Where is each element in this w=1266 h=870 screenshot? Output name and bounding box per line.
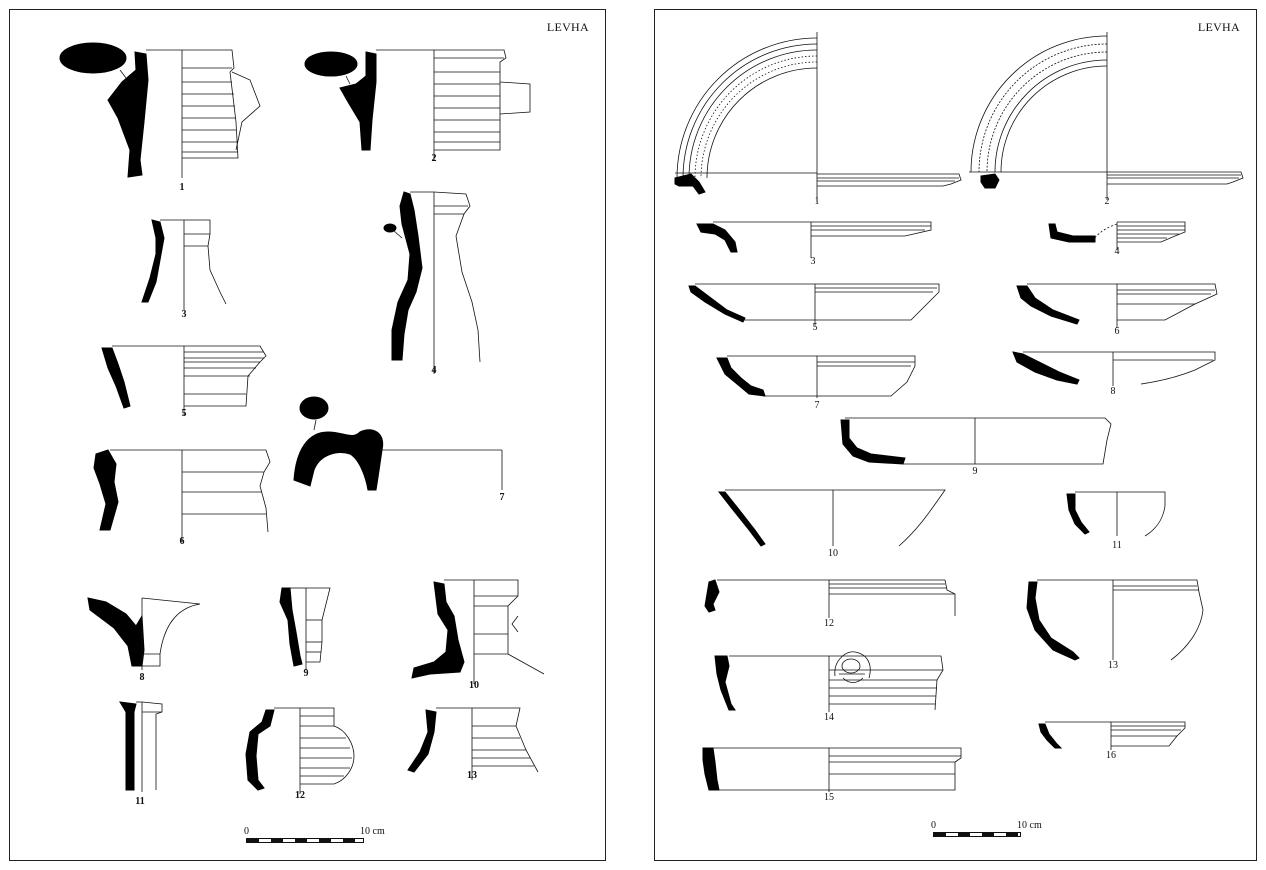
sherd-7 [293,396,503,491]
scale-bar-graphic [246,838,364,843]
plate-vessel-7 [716,355,916,398]
plate-vessel-8 [1012,351,1216,386]
sherd-1 [59,42,261,178]
figure-number-12: 12 [824,618,834,629]
figure-number-11: 11 [135,796,145,807]
sherd-9 [279,587,331,670]
figure-number-1: 1 [814,196,820,207]
plate-vessel-14 [714,651,944,712]
plate-vessel-11 [1066,491,1166,537]
figure-number-8: 8 [139,672,145,683]
scale-bar-graphic [933,832,1021,837]
figure-number-9: 9 [303,668,309,679]
figure-number-3: 3 [810,256,816,267]
right-plate: LEVHA [654,9,1257,861]
sherd-6 [93,449,271,542]
plate-vessel-2 [969,32,1244,200]
figure-number-9: 9 [972,466,978,477]
figure-number-8: 8 [1110,386,1116,397]
site-label: LEVHA [1197,20,1240,34]
figure-number-5: 5 [181,408,187,419]
plate-vessel-9 [840,417,1112,465]
sherd-4 [383,191,481,374]
plate-vessel-6 [1016,283,1218,328]
figure-number-2: 2 [431,153,437,164]
sherd-3 [141,219,227,310]
figure-number-10: 10 [828,548,838,559]
scale-bar: 0 10 cm [931,820,1073,838]
scale-end-label: 10 cm [360,826,385,837]
plate-vessel-16 [1038,721,1186,750]
scale-start-label: 0 [244,826,249,837]
figure-number-1: 1 [179,182,185,193]
scale-start-label: 0 [931,820,936,831]
figure-number-6: 6 [1114,326,1120,337]
plate-vessel-5 [688,283,940,326]
figure-number-7: 7 [814,400,820,411]
figure-number-16: 16 [1106,750,1116,761]
figure-number-13: 13 [467,770,477,781]
figure-number-11: 11 [1112,540,1122,551]
plate-vessel-15 [702,747,962,792]
plate-vessel-4 [1048,221,1186,250]
figure-number-13: 13 [1108,660,1118,671]
plate-vessel-12 [704,579,956,618]
sherd-11 [119,701,163,792]
figure-number-15: 15 [824,792,834,803]
figure-number-3: 3 [181,309,187,320]
plate-vessel-13 [1026,579,1204,661]
figure-number-2: 2 [1104,196,1110,207]
plate-vessel-3 [696,221,932,258]
sherd-10 [411,579,545,684]
figure-number-4: 4 [431,365,437,376]
sherd-5 [101,345,267,416]
figure-number-5: 5 [812,322,818,333]
sherd-8 [87,597,201,670]
left-drawings [59,42,545,794]
sherd-2 [304,49,531,160]
figure-number-10: 10 [469,680,479,691]
sherd-12 [245,707,355,794]
figure-number-12: 12 [295,790,305,801]
figure-number-14: 14 [824,712,834,723]
sherd-13 [407,707,539,780]
left-plate: LEVHA [9,9,606,861]
right-drawings [674,32,1244,792]
plate-vessel-1 [674,32,962,202]
scale-end-label: 10 cm [1017,820,1042,831]
figure-number-4: 4 [1114,246,1120,257]
figure-number-6: 6 [179,536,185,547]
plate-vessel-10 [717,489,946,547]
figure-number-7: 7 [499,492,505,503]
site-label: LEVHA [546,20,589,34]
scale-bar: 0 10 cm [244,826,385,844]
